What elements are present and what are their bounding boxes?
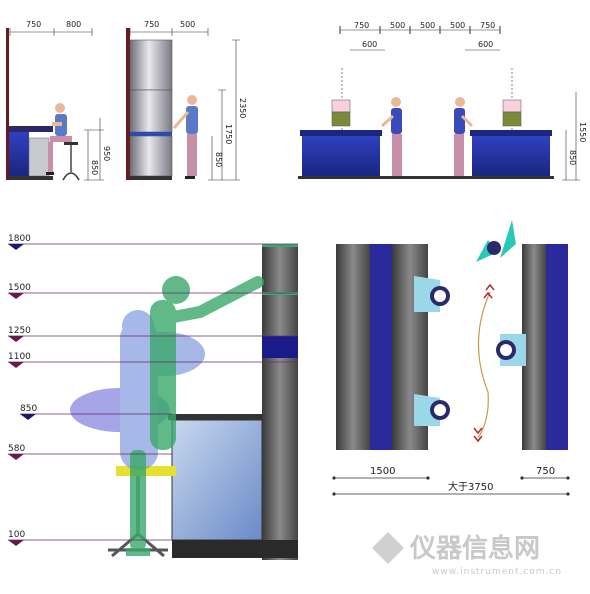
plan-person-right <box>496 334 526 366</box>
dim-850: 850 <box>568 150 577 165</box>
lower-cabinet <box>129 135 173 177</box>
height-lines <box>8 243 298 546</box>
panel-plan-view: 1500 750 大于3750 <box>332 220 570 496</box>
height-1800: 1800 <box>8 234 31 244</box>
height-100: 100 <box>8 530 25 540</box>
bench-drawer-unit <box>171 419 263 541</box>
wall <box>6 28 9 180</box>
plan-dim-1500: 1500 <box>370 466 395 477</box>
panel-island-bench: 750 500 500 500 750 600 600 <box>298 21 587 181</box>
standing-person-reaching <box>172 95 198 179</box>
dim-750: 750 <box>144 20 159 29</box>
bending-person-silhouette <box>70 310 205 470</box>
dim-600-left: 600 <box>362 40 377 49</box>
walking-path <box>477 291 491 439</box>
height-1500: 1500 <box>8 283 31 293</box>
island-bench-left <box>302 136 380 176</box>
height-850: 850 <box>20 404 37 414</box>
plan-bench-right-top <box>546 244 568 450</box>
bench-top <box>9 126 53 132</box>
plan-person-top-left <box>414 276 450 312</box>
standing-person-silhouette <box>126 276 264 556</box>
dim-500-a: 500 <box>390 21 405 30</box>
plan-dim-750: 750 <box>536 466 555 477</box>
middle-cabinet <box>129 89 173 133</box>
dim-1550: 1550 <box>578 122 587 142</box>
stool <box>62 142 80 181</box>
watermark-text: 仪器信息网 <box>409 533 540 564</box>
watermark: 仪器信息网 www.instrument.com.cn <box>372 532 562 577</box>
panel-reach-heights: 1800 1500 1250 1100 850 580 100 <box>8 234 298 560</box>
dim-1750: 1750 <box>224 124 233 144</box>
dim-850: 850 <box>90 160 99 175</box>
bench-drawer <box>28 137 50 177</box>
upper-cabinet <box>129 39 173 91</box>
island-bench-right <box>472 136 550 176</box>
dim-750-left: 750 <box>354 21 369 30</box>
dim-500: 500 <box>180 20 195 29</box>
person-right <box>454 97 474 178</box>
watermark-url: www.instrument.com.cn <box>432 567 562 577</box>
dim-600-right: 600 <box>478 40 493 49</box>
panel-seated-station: 750 800 850 950 <box>6 20 111 181</box>
height-580: 580 <box>8 444 25 454</box>
bench-cabinet <box>9 132 29 176</box>
seated-person <box>46 103 72 175</box>
dim-500-c: 500 <box>450 21 465 30</box>
watermark-logo-icon <box>372 532 404 564</box>
plan-bench-left-back <box>336 244 370 450</box>
dim-2350: 2350 <box>238 98 247 118</box>
dim-750: 750 <box>26 20 41 29</box>
height-1250: 1250 <box>8 326 31 336</box>
person-left <box>380 97 402 178</box>
dim-750-right: 750 <box>480 21 495 30</box>
dim-950: 950 <box>102 146 111 161</box>
dim-800: 800 <box>66 20 81 29</box>
panel-tall-cabinet: 750 500 850 1750 2350 <box>126 20 247 181</box>
plan-person-bottom-left <box>414 394 450 426</box>
dim-850: 850 <box>214 152 223 167</box>
plan-dim-total: 大于3750 <box>448 480 493 493</box>
dim-500-b: 500 <box>420 21 435 30</box>
tall-cabinet-column <box>262 244 298 560</box>
plan-person-walking <box>476 220 516 262</box>
height-1100: 1100 <box>8 352 31 362</box>
plan-bench-left-top <box>370 244 392 450</box>
